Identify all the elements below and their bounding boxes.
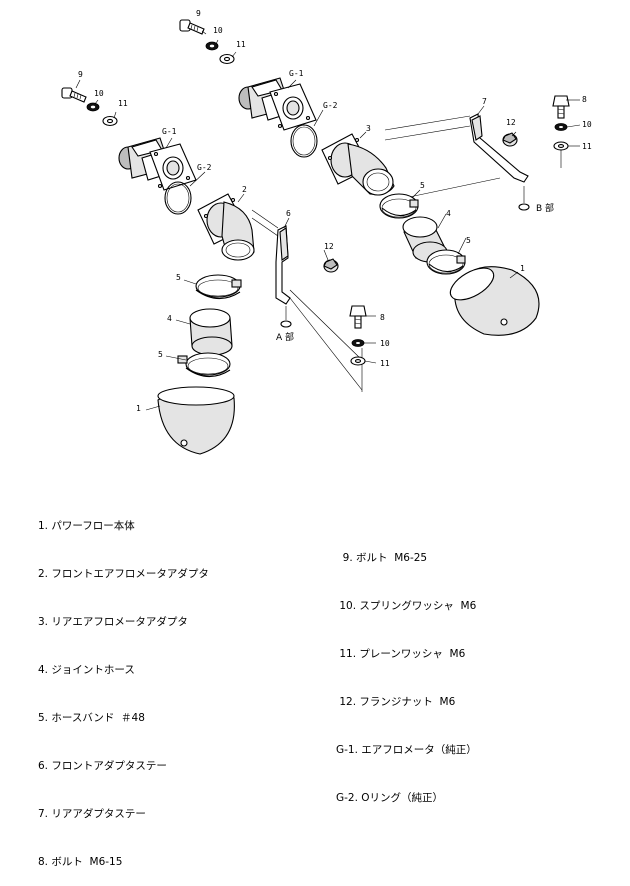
legend-item-5: 5. ホースバンド ＃48 bbox=[38, 712, 145, 724]
bolt-8-rear bbox=[552, 95, 570, 119]
legend-item-11: 11. プレーンワッシャ M6 bbox=[336, 648, 466, 660]
callout-4a: 4 bbox=[446, 209, 451, 218]
bolt-9-rear bbox=[179, 19, 205, 35]
exploded-parts-diagram: 9 10 11 G-1 G-2 3 7 12 8 10 11 9 10 11 G… bbox=[61, 9, 592, 455]
airflow-meter-g1-front bbox=[118, 137, 197, 191]
hose-band-5-front-top bbox=[195, 274, 242, 300]
callout-5b: 5 bbox=[466, 236, 471, 245]
legend-item-6: 6. フロントアダプタステー bbox=[38, 760, 167, 772]
callout-10c: 10 bbox=[94, 89, 104, 98]
spring-washer-10-rear bbox=[205, 41, 219, 51]
hose-band-5-rear-bottom bbox=[426, 249, 466, 275]
airflow-meter-g1-rear bbox=[238, 77, 317, 131]
callout-4b: 4 bbox=[167, 314, 172, 323]
a-part-label: A 部 bbox=[276, 331, 294, 343]
rear-airflow-meter-adapter-3 bbox=[321, 133, 395, 196]
legend-item-4: 4. ジョイントホース bbox=[38, 664, 135, 676]
o-ring-g2-rear bbox=[290, 124, 318, 158]
callout-1a: 1 bbox=[520, 264, 525, 273]
callout-10a: 10 bbox=[213, 26, 223, 35]
power-flow-body-1-rear bbox=[449, 266, 540, 336]
legend-item-12: 12. フランジナット M6 bbox=[336, 696, 456, 708]
power-flow-body-1-front bbox=[157, 386, 235, 455]
callout-9a: 9 bbox=[196, 9, 201, 18]
rear-adapter-stay-7 bbox=[469, 113, 529, 183]
callout-g2a: G-2 bbox=[323, 101, 338, 110]
parts-legend-left: 1. パワーフロー本体 2. フロントエアフロメータアダプタ 3. リアエアフロ… bbox=[38, 486, 209, 886]
callout-11b: 11 bbox=[582, 142, 592, 151]
callout-g2b: G-2 bbox=[197, 163, 212, 172]
legend-item-7: 7. リアアダプタステー bbox=[38, 808, 146, 820]
callout-11c: 11 bbox=[118, 99, 128, 108]
callout-11a: 11 bbox=[236, 40, 246, 49]
a-part-hole bbox=[280, 320, 292, 328]
callout-9b: 9 bbox=[78, 70, 83, 79]
front-airflow-meter-adapter-2 bbox=[197, 193, 255, 261]
b-part-label: B 部 bbox=[536, 202, 554, 214]
bolt-8-front bbox=[349, 305, 367, 329]
callout-12b: 12 bbox=[324, 242, 334, 251]
flange-nut-12-front bbox=[323, 258, 339, 273]
callout-8a: 8 bbox=[582, 95, 587, 104]
callout-11d: 11 bbox=[380, 359, 390, 368]
callout-3: 3 bbox=[366, 124, 371, 133]
callout-5c: 5 bbox=[176, 273, 181, 282]
callout-10d: 10 bbox=[380, 339, 390, 348]
callout-7: 7 bbox=[482, 97, 487, 106]
legend-item-2: 2. フロントエアフロメータアダプタ bbox=[38, 568, 209, 580]
callout-g1b: G-1 bbox=[162, 127, 177, 136]
plain-washer-11-rear bbox=[219, 53, 235, 65]
parts-legend-right: 9. ボルト M6-25 10. スプリングワッシャ M6 11. プレーンワッ… bbox=[336, 518, 477, 822]
legend-item-10: 10. スプリングワッシャ M6 bbox=[336, 600, 477, 612]
b-part-hole bbox=[518, 203, 530, 211]
legend-item-g2: G-2. Oリング（純正） bbox=[336, 792, 444, 804]
callout-1b: 1 bbox=[136, 404, 141, 413]
callout-5a: 5 bbox=[420, 181, 425, 190]
legend-item-g1: G-1. エアフロメータ（純正） bbox=[336, 744, 477, 756]
callout-10b: 10 bbox=[582, 120, 592, 129]
callout-2: 2 bbox=[242, 185, 247, 194]
callout-g1a: G-1 bbox=[289, 69, 304, 78]
legend-item-3: 3. リアエアフロメータアダプタ bbox=[38, 616, 188, 628]
legend-item-8: 8. ボルト M6-15 bbox=[38, 856, 123, 868]
hose-band-5-front-bottom bbox=[177, 352, 231, 378]
legend-item-9: 9. ボルト M6-25 bbox=[336, 552, 428, 564]
flange-nut-12-rear bbox=[502, 132, 518, 147]
o-ring-g2-front bbox=[164, 181, 192, 215]
joint-hose-4-front bbox=[189, 308, 233, 356]
bolt-9-front bbox=[61, 87, 87, 103]
front-adapter-stay-6 bbox=[275, 225, 291, 305]
callout-5d: 5 bbox=[158, 350, 163, 359]
legend-item-1: 1. パワーフロー本体 bbox=[38, 520, 135, 532]
callout-12a: 12 bbox=[506, 118, 516, 127]
callout-8b: 8 bbox=[380, 313, 385, 322]
hose-band-5-rear-top bbox=[379, 193, 419, 219]
callout-6: 6 bbox=[286, 209, 291, 218]
